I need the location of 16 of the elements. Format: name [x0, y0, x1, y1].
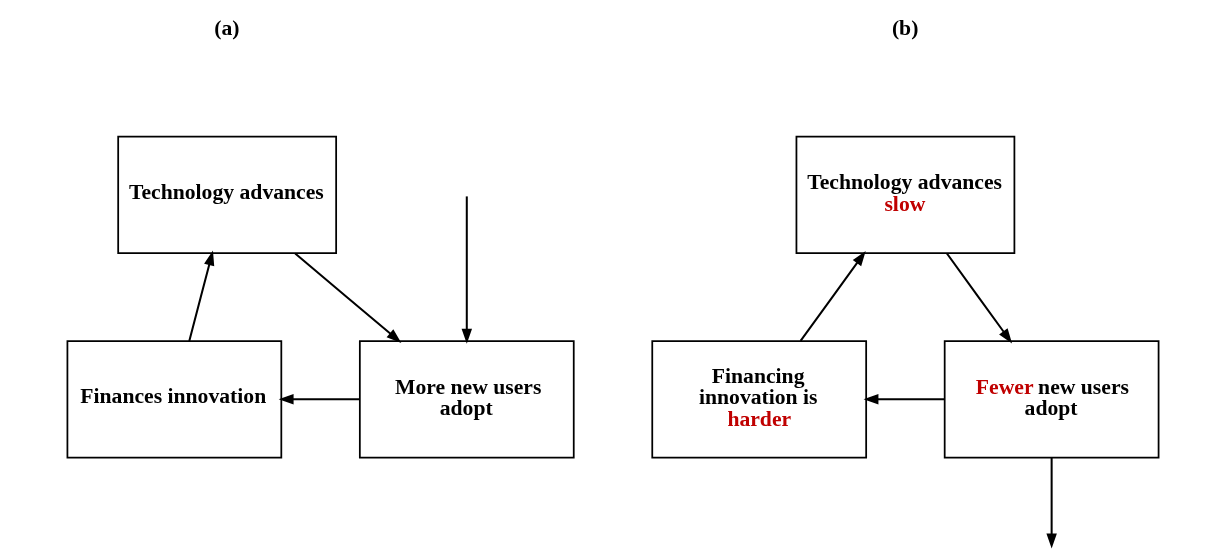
arrow	[863, 394, 945, 405]
arrow	[294, 252, 401, 343]
label: (b)	[891, 15, 918, 40]
label: (a)	[213, 15, 240, 40]
node-box: Fewer new users adopt	[943, 340, 1159, 459]
node-box: Finances innovation	[66, 340, 282, 459]
node-box: Technology advances slow	[795, 135, 1015, 254]
arrow	[1045, 457, 1057, 549]
arrow	[187, 250, 214, 342]
node-box: Financing innovation is harder	[650, 340, 867, 459]
node-box: Technology advances	[116, 135, 337, 254]
arrow	[945, 252, 1012, 344]
arrow	[461, 196, 472, 344]
arrow	[278, 394, 360, 405]
node-box: More new users adopt	[358, 340, 575, 459]
arrow	[799, 251, 866, 342]
